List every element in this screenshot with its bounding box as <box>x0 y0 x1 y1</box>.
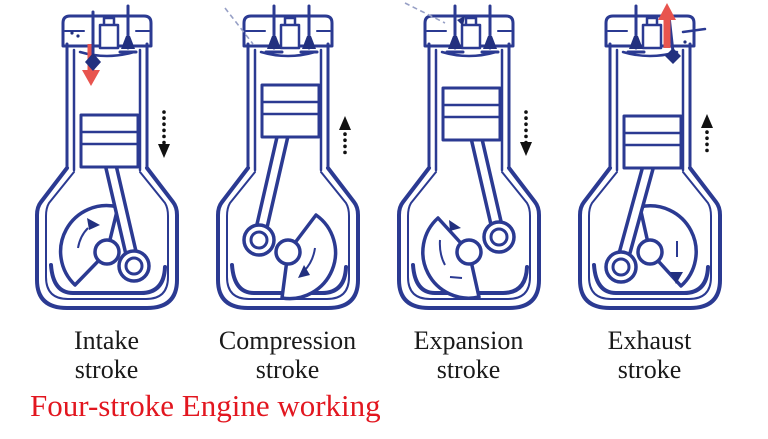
counterweight <box>638 204 698 288</box>
rotation-arrow <box>449 220 461 231</box>
intake-valve <box>85 10 101 71</box>
counterweight <box>58 203 120 287</box>
exhaust-valve <box>118 4 138 54</box>
diagram-title: Four-stroke Engine working <box>30 388 381 423</box>
piston-motion-arrow <box>520 110 532 156</box>
counterweight <box>421 216 481 300</box>
spark-plug <box>460 16 482 50</box>
piston <box>441 86 502 142</box>
label-exhaust-stroke: Exhaust stroke <box>607 326 692 384</box>
piston-motion-arrow <box>158 110 170 158</box>
rotation-arrow <box>298 265 310 278</box>
connecting-rod <box>102 151 141 273</box>
piston-motion-arrow <box>701 114 713 158</box>
exhaust-flow-arrow <box>658 3 676 48</box>
spark-plug <box>641 16 663 50</box>
piston <box>79 113 140 169</box>
engine-diagram-expansion: Expansion stroke <box>378 0 559 384</box>
piston <box>260 83 321 139</box>
engine-diagram-intake: Intake stroke <box>16 0 197 384</box>
connecting-rod <box>614 153 657 273</box>
piston-motion-arrow <box>339 116 351 160</box>
pointer-line <box>224 7 254 45</box>
crankshaft <box>604 238 664 284</box>
cylinder-walls <box>65 42 149 172</box>
cylinder-head <box>61 14 153 58</box>
spark-plug <box>98 16 120 50</box>
intake-valve <box>264 4 284 54</box>
crankshaft <box>455 220 516 266</box>
exhaust-port-line <box>681 27 707 34</box>
engine-diagram-compression: Compression stroke <box>197 0 378 384</box>
crankshaft <box>93 238 151 283</box>
intake-valve <box>626 4 646 54</box>
cylinder-walls <box>427 42 511 172</box>
piston <box>622 114 683 170</box>
intake-stroke-drawing <box>35 4 179 310</box>
counterweight <box>280 213 338 301</box>
crankshaft <box>242 223 302 266</box>
spark-plug <box>279 16 301 50</box>
expansion-stroke-drawing <box>397 2 541 310</box>
label-expansion-stroke: Expansion stroke <box>413 326 524 384</box>
exhaust-valve <box>480 4 500 54</box>
exhaust-stroke-drawing <box>578 3 722 310</box>
connecting-rod <box>468 125 506 243</box>
rotation-arrow <box>670 272 683 284</box>
intake-valve <box>445 4 465 54</box>
cylinder-walls <box>608 42 692 172</box>
cylinder-head <box>242 14 334 58</box>
engine-figures-row: Intake stroke <box>16 0 740 384</box>
cylinder-head <box>423 14 515 58</box>
pointer-line <box>404 2 446 24</box>
exhaust-valve <box>299 4 319 54</box>
label-intake-stroke: Intake stroke <box>74 326 139 384</box>
engine-diagram-exhaust: Exhaust stroke <box>559 0 740 384</box>
connecting-rod <box>252 123 291 246</box>
rotation-arrow <box>87 218 100 230</box>
cylinder-walls <box>246 42 330 172</box>
compression-stroke-drawing <box>216 4 360 310</box>
label-compression-stroke: Compression stroke <box>218 326 357 384</box>
